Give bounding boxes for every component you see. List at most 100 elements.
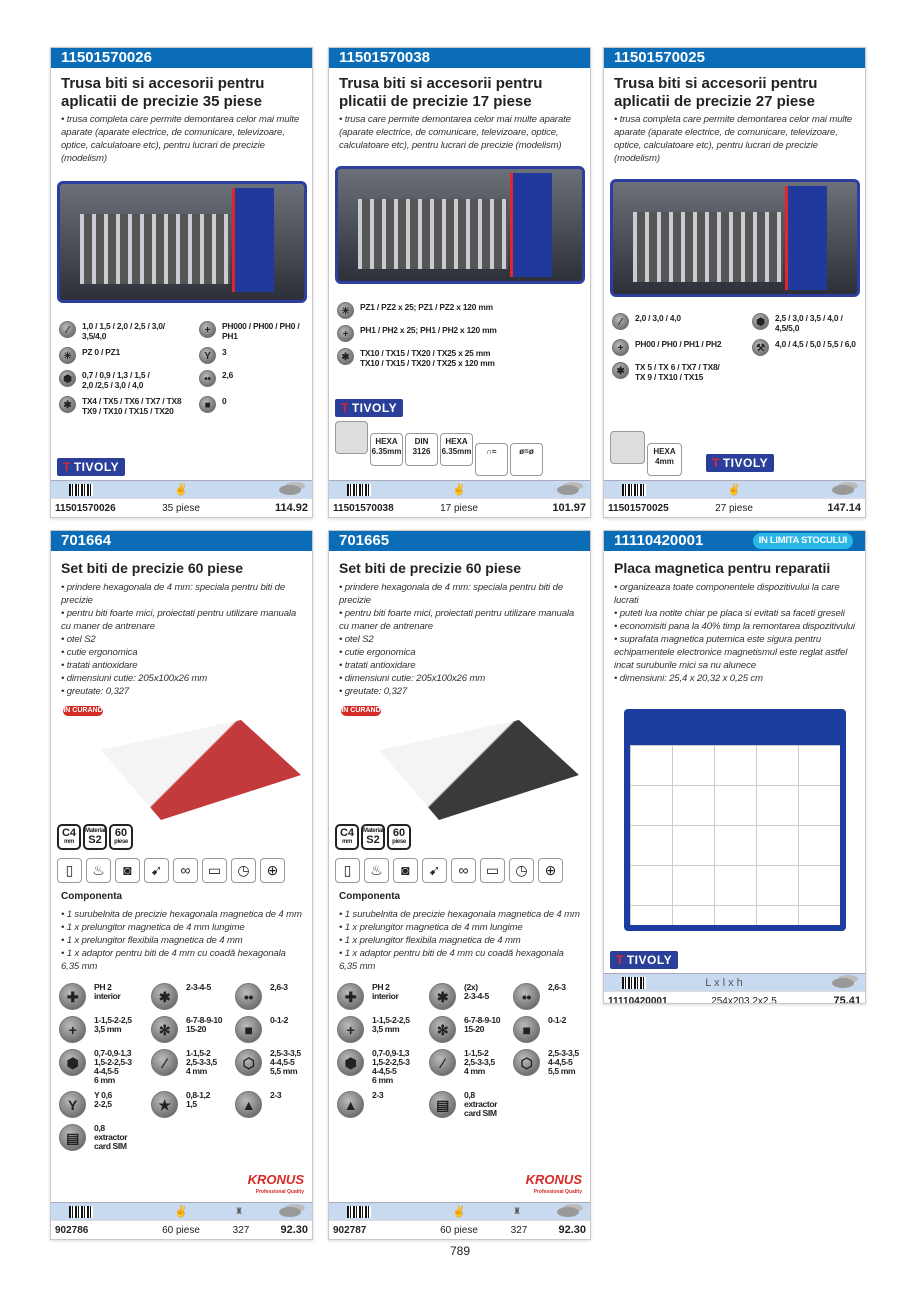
- kronus-tagline: Professional Quality: [255, 1189, 304, 1195]
- hexa-635-bit-icon: HEXA 6.35mm: [440, 433, 473, 466]
- tri-wing-icon: Y: [59, 1091, 86, 1118]
- bit-spec-text: (2x) 2-3-4-5: [464, 982, 489, 1001]
- tri-wing-icon: Y: [199, 347, 216, 364]
- footer-pieces: 27 piese: [715, 502, 753, 514]
- bit-spec: ✳PZ 0 / PZ1: [59, 347, 199, 364]
- weight-icon: ♜: [234, 1206, 244, 1216]
- footer-code: 11501570038: [333, 502, 394, 514]
- footer-code: 11501570026: [55, 502, 116, 514]
- torx-icon: ✱: [59, 396, 76, 413]
- bit-spec-text: 2-3: [372, 1090, 384, 1100]
- bit-spec-text: 2,6: [222, 370, 234, 380]
- components-list: • 1 surubelnita de precizie hexagonala m…: [51, 908, 312, 973]
- bit-spec-text: 6-7-8-9-10 15-20: [186, 1015, 223, 1034]
- footer-price: 92.30: [280, 1224, 308, 1236]
- product-photo: [609, 179, 860, 297]
- gamepad-icon: ⊕: [538, 858, 563, 883]
- description-item: • economisiti pana la 40% timp la remont…: [614, 621, 855, 632]
- spec-badge-value: S2: [88, 834, 102, 846]
- description-list: • trusa care permite demontarea celor ma…: [329, 113, 590, 152]
- spacer: [51, 1151, 312, 1174]
- bit-spec: ▤0,8 extractor card SIM: [59, 1124, 151, 1151]
- product-photo: [379, 720, 579, 820]
- barcode-icon: [622, 976, 646, 989]
- pieces-icon: ✌: [174, 1206, 188, 1218]
- glasses-icon: ∞: [173, 858, 198, 883]
- camera-icon: ◙: [393, 858, 418, 883]
- description-list: • organizeaza toate componentele dispozi…: [604, 581, 865, 685]
- bit-spec: ⬢0,7-0,9-1,3 1,5-2-2,5-3 4-4,5-5 6 mm: [59, 1049, 151, 1085]
- phillips-icon: +: [337, 325, 354, 342]
- bit-spec: +PH000 / PH00 / PH0 / PH1: [199, 321, 304, 341]
- description-item: • dimensiuni cutie: 205x100x26 mm: [61, 673, 208, 684]
- bit-spec-text: 0,8 extractor card SIM: [94, 1123, 128, 1151]
- bit-spec-text: 1-1,5-2 2,5-3-3,5 4 mm: [464, 1048, 495, 1076]
- product-code: 11501570038: [339, 49, 430, 66]
- hair-dryer-icon: ➹: [144, 858, 169, 883]
- product-code: 11501570025: [614, 49, 705, 66]
- footer-code: 902787: [333, 1224, 367, 1236]
- pieces-icon: ✌: [727, 484, 741, 496]
- bit-spec-text: 2,0 / 3,0 / 4,0: [635, 313, 681, 323]
- description-item: • greutate: 0,327: [339, 686, 408, 697]
- description-item: • prindere hexagonala de 4 mm: speciala …: [339, 582, 564, 606]
- bit-spec-text: 2-3-4-5: [186, 982, 211, 992]
- description-item: • dimensiuni cutie: 205x100x26 mm: [339, 673, 486, 684]
- bit-spec: +PH1 / PH2 x 25; PH1 / PH2 x 120 mm: [337, 325, 582, 342]
- description-item: • dimensiuni: 25,4 x 20,32 x 0,25 cm: [614, 673, 763, 684]
- footer-pieces: 60 piese: [440, 1224, 478, 1236]
- component-item: • 1 x prelungitor magnetica de 4 mm lung…: [339, 922, 523, 933]
- spec-badge-value: 60: [114, 827, 128, 839]
- spacer: [51, 416, 312, 458]
- description-item: • tratati antioxidare: [61, 660, 138, 671]
- bit-spec-list: ✳PZ1 / PZ2 x 25; PZ1 / PZ2 x 120 mm+PH1 …: [329, 302, 590, 368]
- bit-spec-text: 0,7-0,9-1,3 1,5-2-2,5-3 4-4,5-5 6 mm: [94, 1048, 132, 1085]
- product-code: 11110420001: [614, 532, 704, 549]
- description-item: • trusa completa care permite demontarea…: [61, 114, 300, 164]
- barcode-icon: [347, 483, 371, 496]
- kronus-logo: KRONUS Professional Quality: [51, 1172, 312, 1202]
- photo-bits: [632, 212, 783, 282]
- pieces-icon: ✌: [452, 484, 466, 496]
- bit-spec: ✻ 6-7-8-9-10 15-20: [151, 1016, 235, 1043]
- phillips-interior-icon: ✚: [337, 983, 364, 1010]
- spec-badge-caption: mm: [341, 839, 353, 845]
- description-item: • otel S2: [339, 634, 374, 645]
- description-list: • prindere hexagonala de 4 mm: speciala …: [51, 581, 312, 698]
- bit-spec-text: 0: [222, 396, 227, 406]
- description-item: • suprafata magnetica puternica este sig…: [614, 634, 848, 671]
- bit-spec-text: PH000 / PH00 / PH0 / PH1: [222, 321, 300, 341]
- triangle-icon: ▲: [235, 1091, 262, 1118]
- footer-price: 147.14: [827, 502, 861, 514]
- spacer: [329, 368, 590, 399]
- spec-badge-caption: piese: [114, 839, 128, 845]
- spacer: [329, 1118, 590, 1174]
- bit-spec: ▲2-3: [337, 1091, 429, 1118]
- in-curand-icon: IN CURAND: [63, 706, 103, 716]
- torx-tamper-icon: ✻: [151, 1016, 178, 1043]
- footer-icon-bar: ✌: [604, 480, 865, 498]
- device-icons: ▯♨◙➹∞▭◷⊕: [329, 850, 590, 883]
- spec-badge-value: S2: [366, 834, 380, 846]
- two-hole-icon: ••: [513, 983, 540, 1010]
- square-icon: ■: [199, 396, 216, 413]
- description-list: • trusa completa care permite demontarea…: [51, 113, 312, 165]
- footer-icon-bar: ✌: [329, 480, 590, 498]
- product-title: Placa magnetica pentru reparatii: [614, 560, 831, 576]
- bit-spec: ⬢0,7-0,9-1,3 1,5-2-2,5-3 4-4,5-5 6 mm: [337, 1049, 429, 1085]
- bit-spec: ✻6-7-8-9-10 15-20: [429, 1016, 513, 1043]
- phillips-icon: +: [59, 1016, 86, 1043]
- price-icon: [557, 484, 579, 495]
- spec-badge-caption: Material: [85, 828, 106, 834]
- product-code: 701665: [339, 532, 390, 549]
- price-icon: [832, 977, 854, 988]
- description-item: • greutate: 0,327: [61, 686, 130, 697]
- kronus-brand: KRONUS: [247, 1172, 304, 1187]
